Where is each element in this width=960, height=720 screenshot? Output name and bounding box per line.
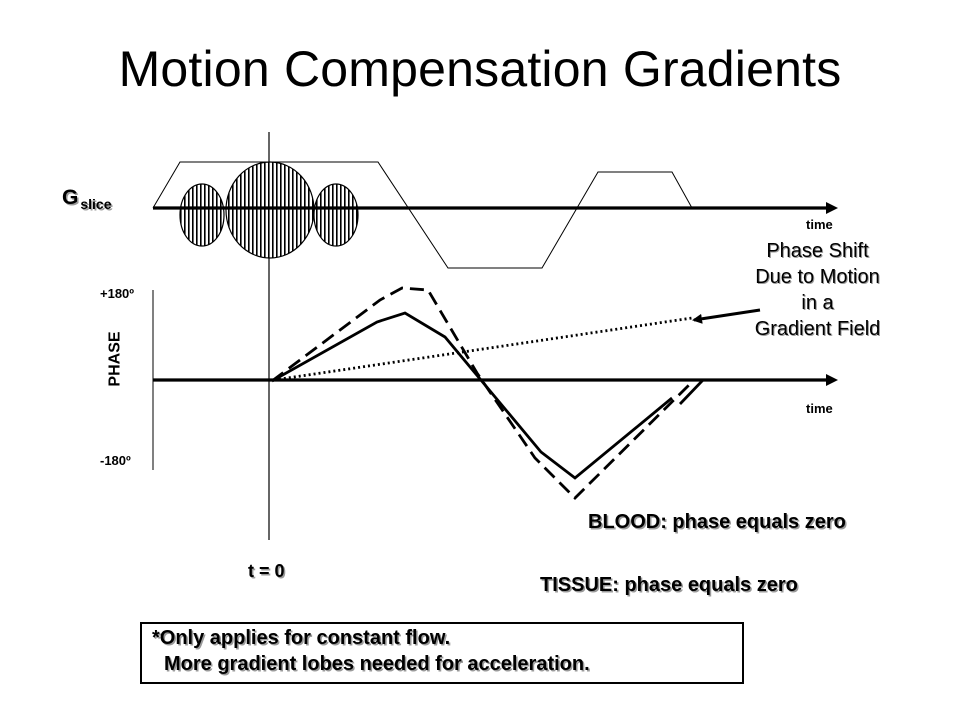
note-line-1: *Only applies for constant flow. [152, 627, 451, 649]
gradient-waveform [152, 161, 693, 269]
annotation-line-3: in a [801, 292, 834, 314]
gslice-symbol: G [62, 186, 79, 209]
blood-phase-curve [271, 286, 693, 500]
phase-time-label: time [806, 401, 833, 416]
gslice-axis-arrow [826, 202, 838, 214]
tissue-phase-curve [271, 311, 673, 480]
page-title: Motion Compensation Gradients [118, 41, 842, 97]
motion-annotation: Phase Shift Due to Motion in a Gradient … [700, 238, 935, 342]
annotation-line-2: Due to Motion [755, 266, 880, 288]
gslice-time-label: time [806, 217, 833, 232]
note-box: *Only applies for constant flow. More gr… [140, 622, 744, 684]
rf-side-lobe-left [179, 183, 225, 247]
note-line-2: More gradient lobes needed for accelerat… [164, 653, 590, 675]
annotation-line-1: Phase Shift [766, 240, 869, 262]
rf-side-lobe-right [313, 183, 359, 247]
phase-max-label: +180º [100, 286, 135, 301]
t-zero-label: t = 0 [248, 561, 285, 581]
gslice-subscript: slice [80, 196, 112, 212]
blood-label: BLOOD: phase equals zero [588, 511, 846, 533]
annotation-line-4: Gradient Field [754, 318, 881, 340]
tissue-label: TISSUE: phase equals zero [540, 574, 798, 596]
annotation-arrow [692, 308, 761, 324]
phase-axis-label: PHASE [106, 331, 124, 387]
rf-main-lobe [225, 161, 315, 259]
phase-min-label: -180º [100, 453, 131, 468]
phase-time-axis-arrow [826, 374, 838, 386]
tissue-phase-curve-end [678, 379, 705, 405]
motion-phase-line [273, 316, 693, 382]
